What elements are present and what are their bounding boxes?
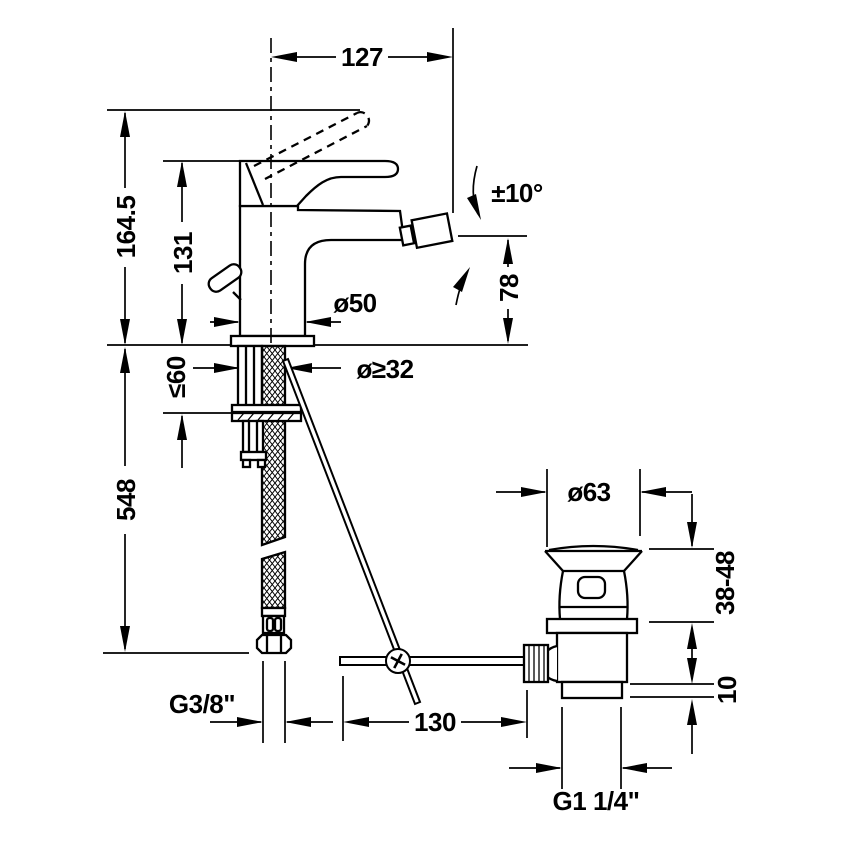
dim-waste-max-thickness: 10	[630, 658, 742, 754]
hose-hex-nut	[255, 633, 293, 655]
arrowhead-left	[271, 52, 297, 62]
arrowhead-down	[120, 319, 130, 345]
lever-base-edge	[244, 162, 265, 206]
supply-hose-lower	[260, 550, 287, 610]
spout-aerator	[398, 212, 454, 250]
knob-stem	[232, 291, 242, 301]
dim-spout-height: 78	[494, 238, 524, 344]
arrowhead-up	[177, 161, 187, 187]
waste-knurled-nut	[522, 643, 550, 684]
dim-base-diameter-label: ø50	[333, 288, 376, 318]
popup-waste-set	[522, 544, 643, 700]
arrowhead-down	[687, 658, 697, 684]
arrowhead-right	[237, 717, 263, 727]
dim-spout-reach-label: 127	[341, 42, 383, 72]
hose-end-fitting	[255, 606, 293, 655]
arrowhead-right	[536, 763, 562, 773]
popup-pull-knob	[207, 263, 243, 301]
arrowhead-up	[687, 699, 697, 725]
arrowhead-right	[214, 363, 240, 373]
dim-swivel-angle: ±10°	[453, 165, 543, 306]
dim-min-hole-diameter: ø≥32	[193, 354, 414, 384]
dim-waste-flange-label: ø63	[567, 477, 610, 507]
washer-hatching	[237, 412, 295, 421]
mounting-fork	[239, 419, 268, 469]
arrowhead-arc-lower	[453, 267, 470, 292]
dim-supply-connection-label: G3/8"	[169, 689, 235, 719]
aerator-tip	[410, 212, 454, 250]
dim-max-deck-thickness: ≤60	[161, 356, 191, 468]
dim-height-to-lever: 131	[168, 161, 198, 345]
dim-total-height-label: 164.5	[111, 196, 141, 259]
dim-waste-height-range: 38-48	[649, 494, 740, 658]
dim-waste-height-range-label: 38-48	[710, 551, 740, 615]
dim-rod-length: 130	[342, 676, 528, 741]
mounting-washer	[230, 403, 303, 423]
dim-hose-length-label: 548	[111, 479, 141, 521]
base-plate	[229, 334, 316, 348]
dim-rod-length-label: 130	[414, 707, 456, 737]
overflow-slot	[576, 575, 607, 600]
faucet-lever	[238, 159, 400, 208]
under-deck-hardware	[230, 344, 303, 655]
arrowhead-left	[286, 363, 312, 373]
aerator-joint	[398, 224, 416, 247]
popup-rod-horizontal	[339, 656, 528, 666]
popup-rod-assembly	[281, 357, 528, 706]
dim-spout-reach: 127	[271, 28, 454, 213]
crimp-collar	[260, 606, 287, 618]
faucet-body	[238, 204, 406, 338]
arrowhead-right	[521, 487, 547, 497]
knob-body	[207, 263, 243, 293]
arrowhead-left	[621, 763, 647, 773]
arrowhead-left	[305, 317, 331, 327]
dim-min-hole-label: ø≥32	[356, 354, 413, 384]
threaded-shank	[236, 344, 264, 408]
arrowhead-up	[687, 623, 697, 649]
arrowhead-up	[177, 414, 187, 440]
dim-waste-connection: G1 1/4"	[509, 707, 672, 816]
waste-tailpiece	[560, 680, 624, 700]
dim-spout-height-label: 78	[494, 274, 524, 302]
arrowhead-arc-upper	[467, 194, 481, 220]
dim-height-to-lever-label: 131	[168, 232, 198, 274]
arrowhead-down	[687, 522, 697, 548]
dim-supply-connection: G3/8"	[169, 661, 333, 743]
dim-waste-flange-diameter: ø63	[496, 469, 692, 547]
dim-max-deck-thickness-label: ≤60	[161, 356, 191, 398]
bidet-mixer	[207, 111, 454, 348]
arrowhead-up	[120, 111, 130, 137]
arrowhead-left	[640, 487, 666, 497]
dim-total-height: 164.5	[111, 111, 141, 345]
supply-hose-upper	[260, 344, 287, 547]
dim-hose-length: 548	[111, 347, 141, 652]
dim-waste-max-thickness-label: 10	[712, 676, 742, 704]
waste-funnel	[544, 544, 643, 620]
waste-flange	[545, 617, 639, 635]
arrowhead-left	[285, 717, 311, 727]
arrowhead-down	[120, 626, 130, 652]
arrowhead-right	[501, 717, 527, 727]
arrowhead-right	[214, 317, 240, 327]
arrowhead-up	[503, 238, 513, 264]
popup-rod-diagonal	[281, 357, 422, 706]
arrowhead-up	[120, 347, 130, 373]
arrowhead-left	[343, 717, 369, 727]
dim-waste-connection-label: G1 1/4"	[553, 786, 640, 816]
arrowhead-right	[427, 52, 453, 62]
arrowhead-down	[177, 319, 187, 345]
reference-lines	[103, 109, 528, 654]
arrowhead-down	[503, 318, 513, 344]
dim-swivel-angle-label: ±10°	[491, 178, 543, 208]
waste-body	[555, 631, 629, 684]
dim-base-diameter: ø50	[210, 288, 377, 327]
screw-cross-icon	[390, 653, 406, 669]
